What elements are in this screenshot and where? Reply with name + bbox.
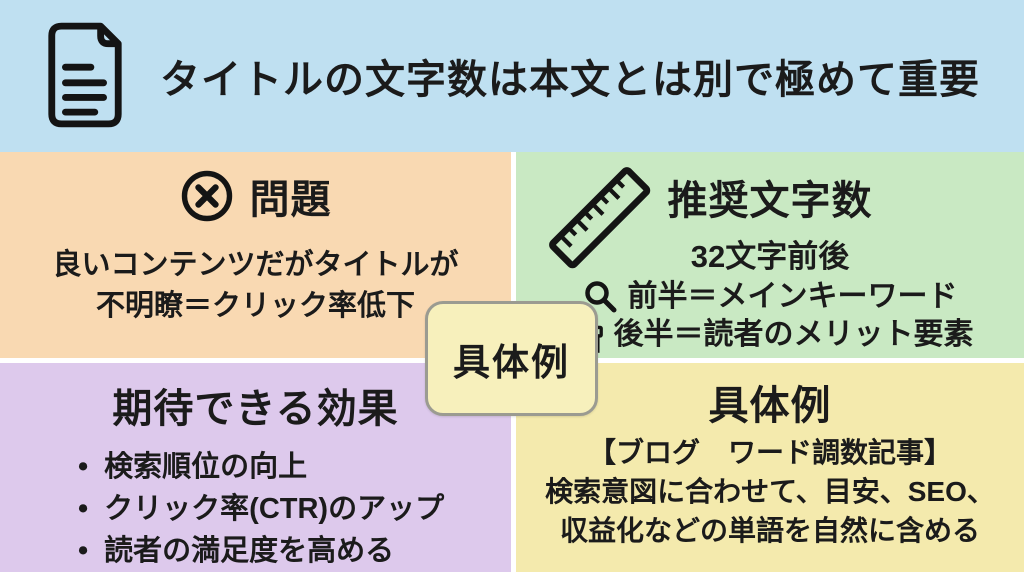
recommended-item-first-half: 前半＝メインキーワード bbox=[583, 278, 958, 316]
problem-line-1: 良いコンテンツだがタイトルが bbox=[52, 249, 459, 281]
recommended-item-text: 前半＝メインキーワード bbox=[627, 280, 958, 313]
example-line-3: 収益化などの単語を自然に含める bbox=[559, 515, 980, 547]
section-recommended-length: 推奨文字数 32文字前後 前半＝メインキーワード 後半＝読者のメリット要素 bbox=[516, 152, 1024, 358]
effects-bullet-1: 検索順位の向上 bbox=[78, 446, 511, 488]
problem-line-2: 不明瞭＝クリック率低下 bbox=[95, 290, 415, 323]
effects-bullet-2: クリック率(CTR)のアップ bbox=[78, 488, 511, 530]
effects-heading: 期待できる効果 bbox=[112, 387, 399, 431]
document-icon bbox=[48, 22, 122, 128]
problem-heading-row: 問題 bbox=[0, 167, 511, 225]
page-title: タイトルの文字数は本文とは別で極めて重要 bbox=[160, 58, 980, 102]
search-icon bbox=[584, 281, 616, 313]
problem-heading: 問題 bbox=[249, 178, 332, 222]
effects-list: 検索順位の向上 クリック率(CTR)のアップ 読者の満足度を高める bbox=[78, 446, 511, 572]
recommended-item-second-half: 後半＝読者のメリット要素 bbox=[567, 316, 974, 354]
center-label: 具体例 bbox=[453, 341, 570, 383]
header-banner: タイトルの文字数は本文とは別で極めて重要 bbox=[0, 0, 1024, 152]
example-text: 【ブログ ワード調数記事】 検索意図に合わせて、目安、SEO、 収益化などの単語… bbox=[516, 433, 1024, 551]
example-line-1: 【ブログ ワード調数記事】 bbox=[587, 437, 952, 468]
effects-bullet-3: 読者の満足度を高める bbox=[78, 530, 511, 572]
recommended-items: 前半＝メインキーワード 後半＝読者のメリット要素 bbox=[516, 278, 1024, 354]
ruler-icon bbox=[549, 167, 651, 269]
problem-text: 良いコンテンツだがタイトルが 不明瞭＝クリック率低下 bbox=[0, 245, 511, 327]
example-line-2: 検索意図に合わせて、目安、SEO、 bbox=[545, 476, 995, 508]
example-heading: 具体例 bbox=[708, 384, 832, 428]
section-example: 具体例 【ブログ ワード調数記事】 検索意図に合わせて、目安、SEO、 収益化な… bbox=[516, 363, 1024, 572]
center-label-box: 具体例 bbox=[425, 301, 598, 416]
recommended-item-text: 後半＝読者のメリット要素 bbox=[613, 318, 974, 352]
section-problem: 問題 良いコンテンツだがタイトルが 不明瞭＝クリック率低下 bbox=[0, 152, 511, 358]
recommended-count: 32文字前後 bbox=[690, 239, 850, 274]
x-circle-icon bbox=[181, 170, 232, 222]
recommended-heading: 推奨文字数 bbox=[667, 179, 873, 223]
